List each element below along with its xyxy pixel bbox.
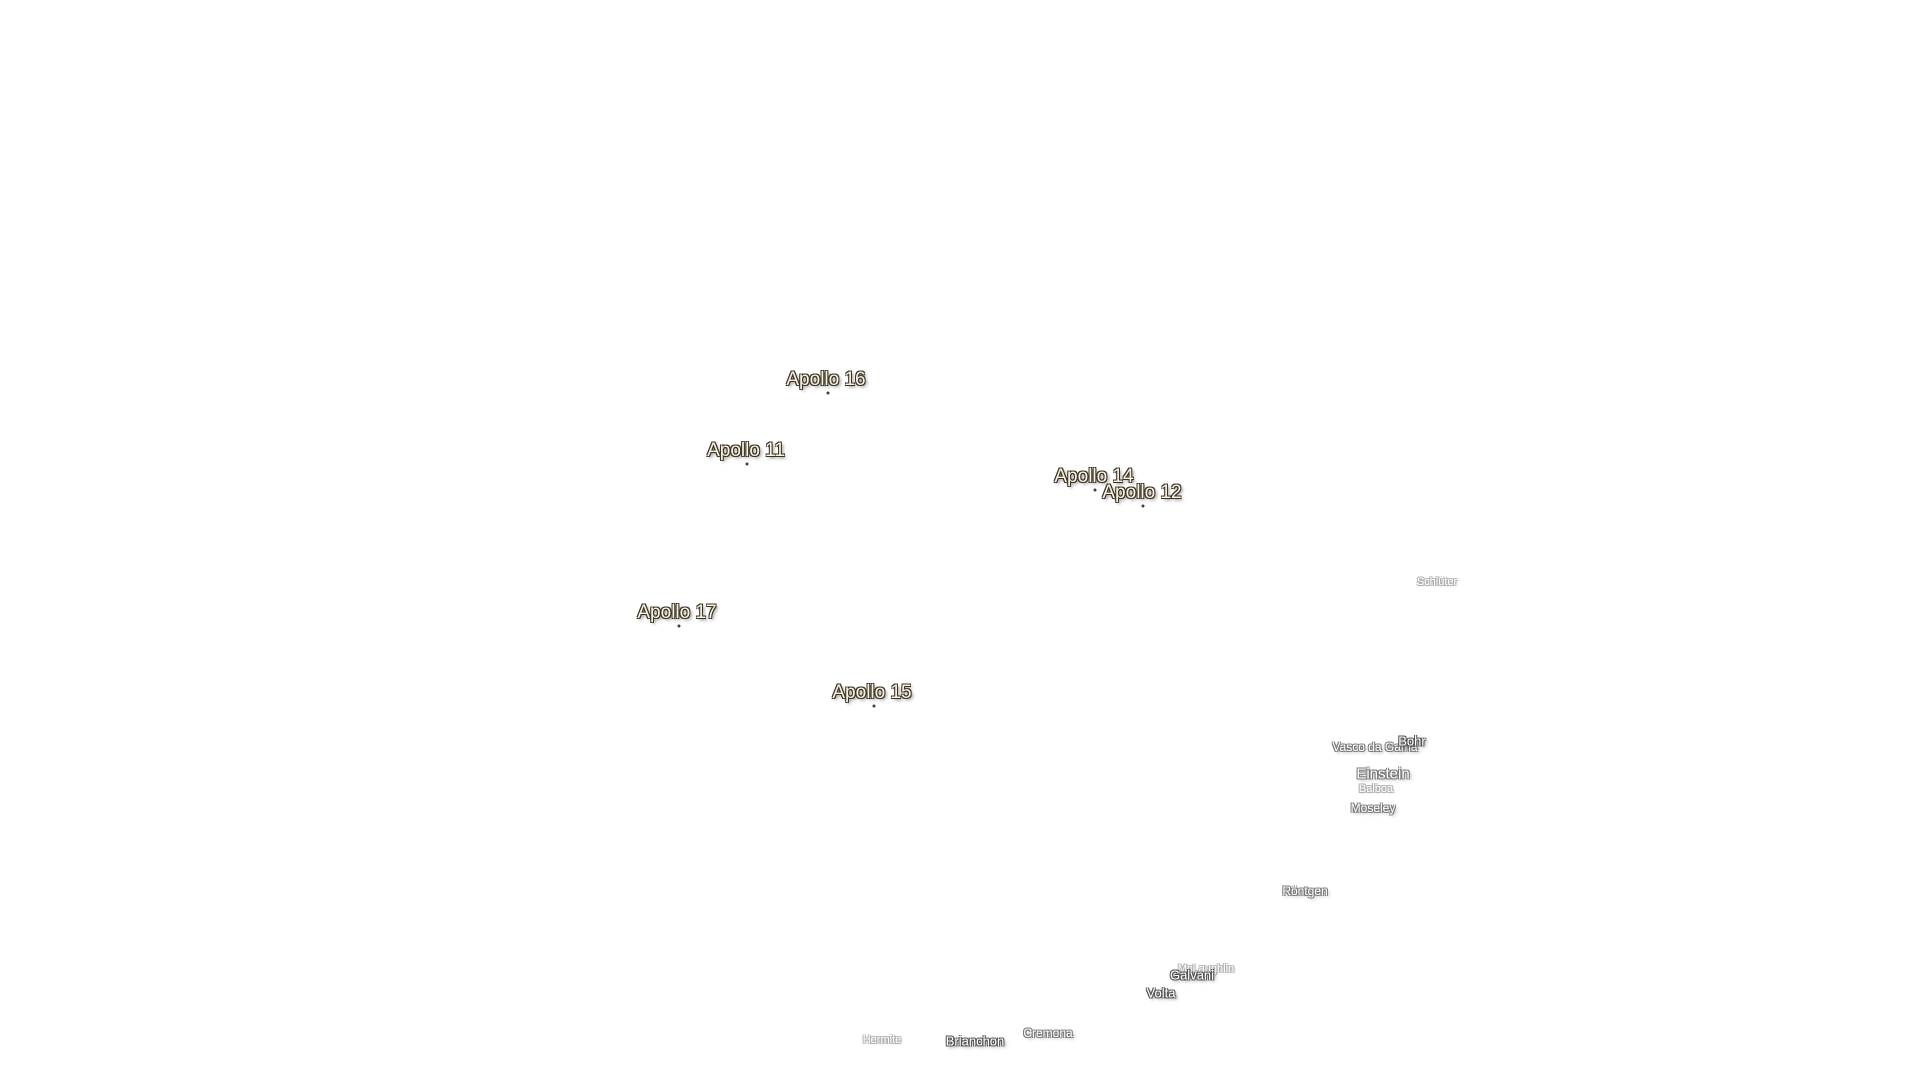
apollo-11-label[interactable]: Apollo 11 xyxy=(707,440,785,461)
apollo-15-label[interactable]: Apollo 15 xyxy=(832,682,912,703)
apollo-17-label[interactable]: Apollo 17 xyxy=(637,602,717,623)
apollo-16-label[interactable]: Apollo 16 xyxy=(786,369,866,390)
crater-label-brianchon[interactable]: Brianchon xyxy=(945,1033,1005,1049)
apollo-15-marker[interactable] xyxy=(872,704,876,708)
crater-label-moseley[interactable]: Moseley xyxy=(1350,801,1396,815)
apollo-17-marker[interactable] xyxy=(677,624,681,628)
crater-label-einstein[interactable]: Einstein xyxy=(1356,765,1410,783)
apollo-12-label[interactable]: Apollo 12 xyxy=(1102,482,1182,503)
crater-label-hermite[interactable]: Hermite xyxy=(862,1034,902,1046)
apollo-14-marker[interactable] xyxy=(1093,488,1097,492)
crater-label-cremona[interactable]: Cremona xyxy=(1023,1026,1073,1040)
crater-label-schluter[interactable]: Schlüter xyxy=(1416,576,1458,588)
apollo-12-marker[interactable] xyxy=(1141,504,1145,508)
apollo-16-marker[interactable] xyxy=(826,391,830,395)
apollo-11-marker[interactable] xyxy=(745,462,749,466)
crater-label-vasco-da-gama[interactable]: Vasco da Gama xyxy=(1332,740,1418,754)
crater-label-balboa[interactable]: Balboa xyxy=(1358,783,1394,795)
crater-label-galvani[interactable]: Galvani xyxy=(1169,967,1215,983)
crater-label-bohr[interactable]: Bohr xyxy=(1398,733,1426,749)
crater-label-mclaughlin[interactable]: McLaughlin xyxy=(1177,963,1235,975)
crater-label-rontgen[interactable]: Röntgen xyxy=(1282,884,1328,898)
crater-label-volta[interactable]: Volta xyxy=(1146,985,1176,1001)
apollo-14-label[interactable]: Apollo 14 xyxy=(1054,466,1134,487)
